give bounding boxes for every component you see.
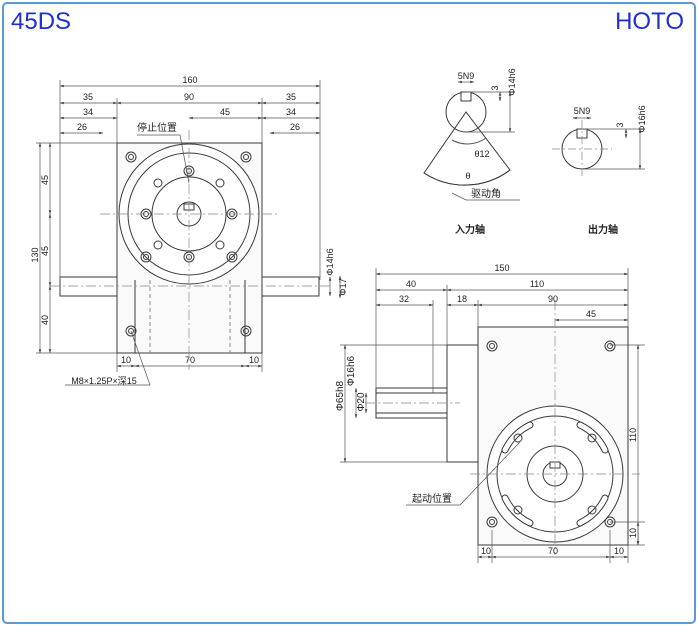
side-dim-bottom-10-right: 10	[614, 546, 624, 556]
front-label-stop-position: 停止位置	[137, 121, 177, 134]
input-shaft-title: 入力轴	[455, 223, 485, 236]
front-dim-shaft-phi17: Φ17	[338, 278, 348, 295]
model-number: 45DS	[11, 8, 72, 35]
input-dim-theta12: θ12	[474, 149, 489, 159]
side-dim-overall: 150	[494, 263, 509, 273]
front-dim-v45-top: 45	[40, 175, 50, 185]
side-flange	[446, 344, 479, 463]
side-view	[365, 300, 640, 555]
side-dim-phi20: Φ20	[356, 392, 367, 412]
side-bolt-hole-tl	[486, 340, 498, 352]
front-dim-left-26: 26	[77, 122, 87, 132]
front-dim-90: 90	[184, 92, 194, 102]
front-dim-v130: 130	[30, 247, 40, 262]
input-dim-theta: θ	[465, 171, 470, 181]
front-dim-left-35: 35	[83, 92, 93, 102]
front-label-thread-note: M8×1.25P×深15	[71, 376, 137, 386]
front-dim-right-35: 35	[286, 92, 296, 102]
input-detail-texts: 5N9 3 Φ14h6 θ12 θ 驱动角 入力轴	[455, 68, 517, 236]
front-dimension-lines	[36, 80, 342, 386]
input-detail-dimension-lines	[451, 80, 520, 201]
output-detail-dimension-lines	[572, 116, 645, 170]
side-dim-right-10: 10	[628, 528, 638, 538]
side-dim-110: 110	[530, 279, 544, 289]
front-dim-45: 45	[220, 107, 230, 117]
input-label-drive-angle: 驱动角	[471, 188, 501, 200]
front-dimension-texts: 160 35 90 35 34 45 34 26 26 45 45 130 40…	[30, 75, 348, 386]
front-dim-shaft-phi14: Φ14h6	[325, 248, 335, 275]
side-dim-bottom-10-left: 10	[481, 546, 491, 556]
output-dim-key-depth: 3	[615, 122, 625, 127]
input-dim-key-depth: 3	[490, 85, 500, 90]
brand-name: HOTO	[615, 8, 684, 35]
front-left-shaft	[59, 276, 118, 297]
front-view	[50, 130, 330, 370]
side-dim-right-110: 110	[628, 428, 638, 442]
input-shaft-detail	[423, 91, 511, 186]
front-dim-overall-width: 160	[182, 75, 197, 85]
side-arc-slots	[501, 421, 609, 527]
side-dimension-texts: 150 40 110 32 18 90 45 Φ65h8 Φ16h6 Φ20 1…	[335, 263, 638, 556]
side-dim-32: 32	[399, 294, 409, 304]
side-dim-40: 40	[406, 279, 416, 289]
side-dimension-lines	[340, 268, 645, 563]
output-shaft-title: 出力轴	[588, 223, 618, 236]
input-dim-key-width: 5N9	[458, 71, 475, 81]
front-dim-v40: 40	[40, 315, 50, 325]
side-dim-bottom-70: 70	[548, 546, 558, 556]
input-dim-shaft-dia: Φ14h6	[507, 68, 517, 95]
output-dim-shaft-dia: Φ16h6	[637, 105, 647, 132]
side-bolt-hole-tr	[604, 340, 616, 352]
front-dim-right-34: 34	[286, 107, 296, 117]
side-dim-18: 18	[457, 294, 467, 304]
side-label-start-position: 起动位置	[412, 492, 452, 505]
front-right-shaft	[261, 276, 320, 297]
side-dim-phi16: Φ16h6	[346, 355, 357, 386]
side-bolt-hole-bl	[486, 516, 498, 528]
output-detail-texts: 5N9 3 Φ16h6 出力轴	[574, 105, 647, 236]
side-dim-90: 90	[548, 294, 558, 304]
side-dim-phi65: Φ65h8	[335, 380, 346, 411]
front-dim-left-34: 34	[83, 107, 93, 117]
front-dim-v45-mid: 45	[40, 246, 50, 256]
front-dim-bottom-70: 70	[185, 355, 195, 365]
page-border	[2, 2, 696, 624]
front-dim-bottom-10-left: 10	[121, 355, 131, 365]
output-dim-key-width: 5N9	[574, 106, 591, 116]
front-dim-bottom-10-right: 10	[249, 355, 259, 365]
side-dim-45: 45	[586, 309, 596, 319]
front-dim-right-26: 26	[290, 122, 300, 132]
